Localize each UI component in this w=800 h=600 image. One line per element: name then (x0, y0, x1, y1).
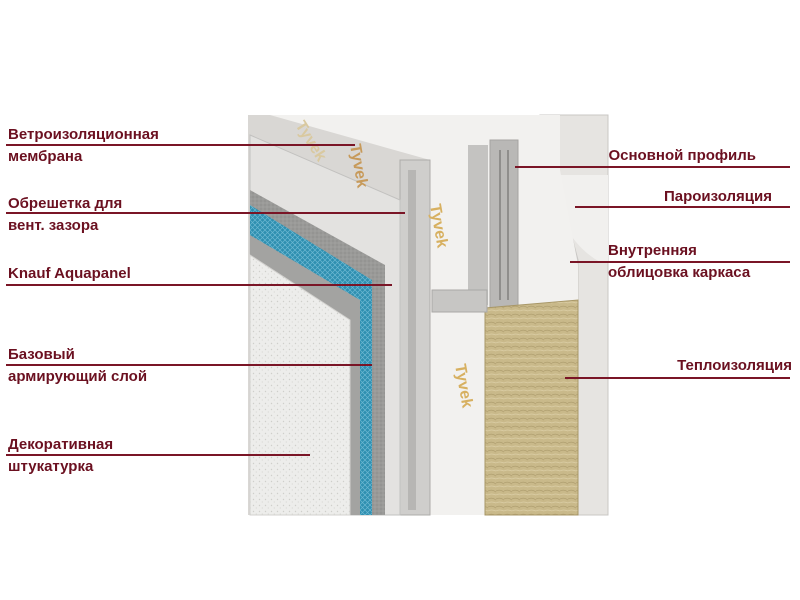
label-vapor-barrier: Пароизоляция (663, 188, 772, 205)
bottom-channel (431, 289, 488, 313)
label-thermal-insulation: Теплоизоляция (677, 357, 792, 374)
insulation-block (484, 299, 579, 516)
label-windproof-membrane: Ветроизоляционная мембрана (8, 126, 159, 165)
label-knauf-aquapanel: Knauf Aquapanel (8, 265, 131, 282)
label-vent-battens: Обрешетка для вент. зазора (8, 195, 123, 234)
label-inner-cladding: Внутренняя облицовка каркаса (608, 242, 751, 281)
label-base-reinforcing: Базовый армирующий слой (8, 346, 148, 385)
main-profile-back (468, 145, 488, 305)
label-main-profile: Основной профиль (608, 147, 756, 164)
main-profile-front (489, 139, 519, 311)
label-decorative-plaster: Декоративная штукатурка (8, 436, 114, 475)
decorative-plaster-layer (249, 254, 351, 516)
